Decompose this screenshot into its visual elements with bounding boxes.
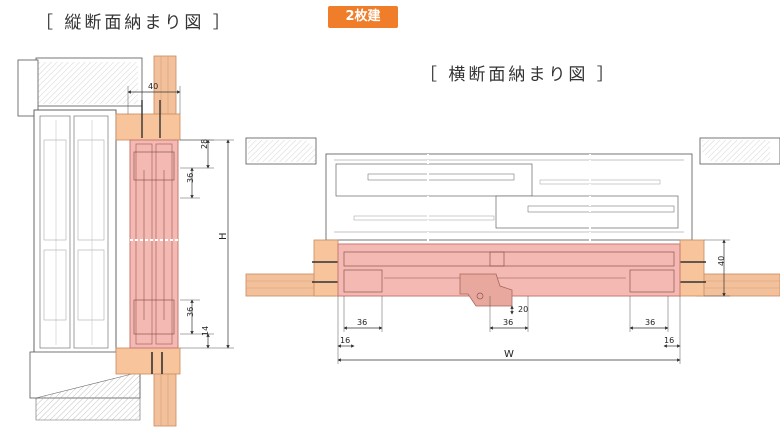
hdim-16-right: 16 [664, 336, 674, 345]
panel-count-badge: 2枚建 [328, 6, 398, 28]
hdim-16-left: 16 [340, 336, 350, 345]
hdim-W: W [504, 349, 514, 360]
vdim-36-top: 36 [186, 173, 195, 183]
horizontal-section: 40 36 16 36 20 36 16 W [245, 137, 780, 364]
hdim-20: 20 [518, 305, 528, 314]
vdim-40: 40 [148, 82, 158, 91]
vertical-section-title: ［ 縦断面納まり図 ］ [36, 13, 233, 33]
vertical-section: 40 28 36 H 36 14 [17, 55, 234, 427]
vdim-14: 14 [201, 326, 210, 336]
vdim-36-bottom: 36 [186, 307, 195, 317]
vdim-H: H [218, 232, 229, 240]
hdim-40: 40 [717, 256, 726, 266]
hdim-36-mid: 36 [503, 318, 513, 327]
vdim-28: 28 [200, 139, 209, 149]
horizontal-section-title: ［ 横断面納まり図 ］ [420, 65, 617, 85]
hdim-36-right: 36 [645, 318, 655, 327]
hdim-36-left: 36 [357, 318, 367, 327]
